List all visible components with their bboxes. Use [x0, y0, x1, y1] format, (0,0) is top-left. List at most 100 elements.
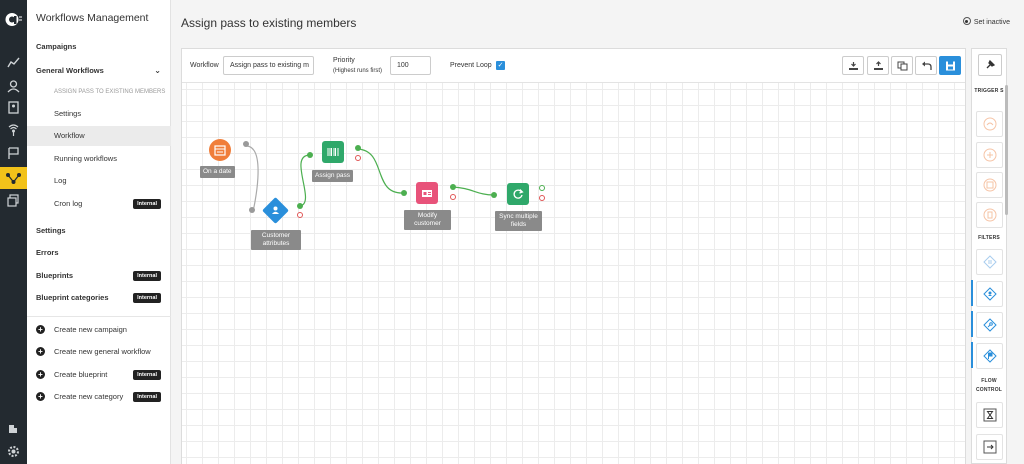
trigger-item[interactable] [976, 111, 1003, 137]
plus-circle-icon: + [36, 392, 45, 401]
sidebar-title: Workflows Management [36, 12, 149, 24]
document-icon [983, 208, 997, 222]
trigger-item[interactable] [976, 202, 1003, 228]
failure-port[interactable] [539, 195, 545, 201]
filter-item[interactable] [976, 343, 1003, 369]
sidebar-item-campaigns[interactable]: Campaigns [36, 42, 77, 51]
sidebar-item-blueprint-categories[interactable]: Blueprint categories Internal [36, 288, 171, 308]
action-label: Create new general workflow [54, 347, 151, 356]
undo-icon [922, 61, 932, 70]
modify-customer-node[interactable] [416, 182, 438, 204]
node-palette: TRIGGER S FILTERS FLOW CONTROL [971, 48, 1007, 464]
user-icon[interactable] [6, 79, 21, 94]
app-logo-icon[interactable] [5, 11, 22, 28]
filter-item[interactable] [976, 312, 1003, 338]
copy-icon [897, 61, 908, 71]
cloud-icon [983, 117, 997, 131]
barcode-icon [327, 148, 339, 156]
on-a-date-node[interactable] [209, 139, 231, 161]
sidebar-item-running-workflows[interactable]: Running workflows [54, 154, 117, 163]
export-button[interactable] [867, 56, 889, 75]
create-new-general-workflow-button[interactable]: + Create new general workflow [36, 342, 171, 362]
prevent-loop-checkbox[interactable]: ✓ [496, 61, 505, 70]
internal-badge: Internal [133, 370, 161, 380]
prevent-loop-label: Prevent Loop [450, 62, 492, 69]
create-new-campaign-button[interactable]: + Create new campaign [36, 320, 171, 340]
assign-pass-node[interactable] [322, 141, 344, 163]
filter-item[interactable] [976, 249, 1003, 275]
filter-item[interactable] [976, 281, 1003, 307]
customer-attributes-node[interactable] [262, 197, 289, 224]
sidebar-item-label: Blueprints [36, 271, 74, 280]
success-port[interactable] [297, 203, 303, 209]
input-port[interactable] [401, 190, 407, 196]
output-port[interactable] [243, 141, 249, 147]
flag-icon[interactable] [6, 146, 21, 161]
id-card-icon [422, 190, 432, 197]
input-port[interactable] [491, 192, 497, 198]
set-inactive-toggle[interactable]: Set inactive [962, 17, 1010, 26]
save-icon [946, 61, 955, 71]
editor-toolbar: Workflow Assign pass to existing m Prior… [182, 49, 965, 83]
create-blueprint-button[interactable]: + Create blueprint Internal [36, 365, 171, 385]
flow-control-item[interactable] [976, 434, 1003, 460]
sidebar-item-errors[interactable]: Errors [36, 248, 59, 257]
sidebar-item-workflow[interactable]: Workflow [27, 126, 171, 146]
palette-selection-marker [971, 311, 973, 337]
key-filter-icon [983, 318, 997, 332]
import-icon [849, 62, 858, 70]
user-filter-icon [983, 287, 997, 301]
palette-scrollbar[interactable] [1005, 85, 1008, 215]
success-port[interactable] [355, 145, 361, 151]
save-button[interactable] [939, 56, 961, 75]
internal-badge: Internal [133, 392, 161, 402]
import-button[interactable] [842, 56, 864, 75]
layers-icon[interactable] [6, 193, 21, 208]
workflow-icon [6, 173, 21, 184]
user-icon [272, 206, 279, 214]
failure-port[interactable] [297, 212, 303, 218]
puzzle-icon[interactable] [6, 422, 21, 437]
workflow-name-input[interactable]: Assign pass to existing m [223, 56, 314, 75]
sidebar-item-blueprints[interactable]: Blueprints Internal [36, 266, 171, 286]
set-inactive-label: Set inactive [973, 19, 1010, 26]
workflows-nav-item[interactable] [0, 167, 27, 189]
failure-port[interactable] [450, 194, 456, 200]
sidebar-item-settings-sub[interactable]: Settings [54, 109, 82, 118]
workflow-canvas[interactable]: On a date Customer attributes Assign pas… [182, 83, 965, 464]
node-label: Customer attributes [251, 230, 301, 250]
plus-circle-icon: + [36, 370, 45, 379]
failure-port[interactable] [355, 155, 361, 161]
sync-multiple-fields-node[interactable] [507, 183, 529, 205]
success-port[interactable] [539, 185, 545, 191]
hourglass-icon [983, 408, 997, 422]
sidebar-item-cron-log[interactable]: Cron log Internal [27, 194, 171, 214]
palette-selection-marker [971, 342, 973, 368]
trigger-item[interactable] [976, 142, 1003, 168]
undo-button[interactable] [915, 56, 937, 75]
contact-card-icon[interactable] [6, 100, 21, 115]
pin-button[interactable] [978, 54, 1002, 76]
exit-icon [983, 440, 997, 454]
gear-icon[interactable] [6, 444, 21, 459]
broadcast-icon[interactable] [6, 123, 21, 138]
input-port[interactable] [307, 152, 313, 158]
sidebar-item-general-workflows[interactable]: General Workflows ⌄ [36, 61, 171, 81]
plus-circle-icon: + [36, 325, 45, 334]
sidebar-item-settings[interactable]: Settings [36, 226, 66, 235]
trigger-item[interactable] [976, 172, 1003, 198]
priority-input[interactable]: 100 [390, 56, 431, 75]
plus-circle-icon [983, 148, 997, 162]
copy-button[interactable] [891, 56, 913, 75]
flow-control-item[interactable] [976, 402, 1003, 428]
internal-badge: Internal [133, 271, 161, 281]
priority-hint: (Highest runs first) [333, 68, 383, 74]
create-new-category-button[interactable]: + Create new category Internal [36, 387, 171, 407]
sidebar-item-log[interactable]: Log [54, 176, 67, 185]
connection-line [452, 186, 495, 196]
success-port[interactable] [450, 184, 456, 190]
connection-line [299, 154, 311, 207]
analytics-icon[interactable] [6, 55, 21, 70]
input-port[interactable] [249, 207, 255, 213]
chevron-down-icon: ⌄ [154, 66, 161, 75]
